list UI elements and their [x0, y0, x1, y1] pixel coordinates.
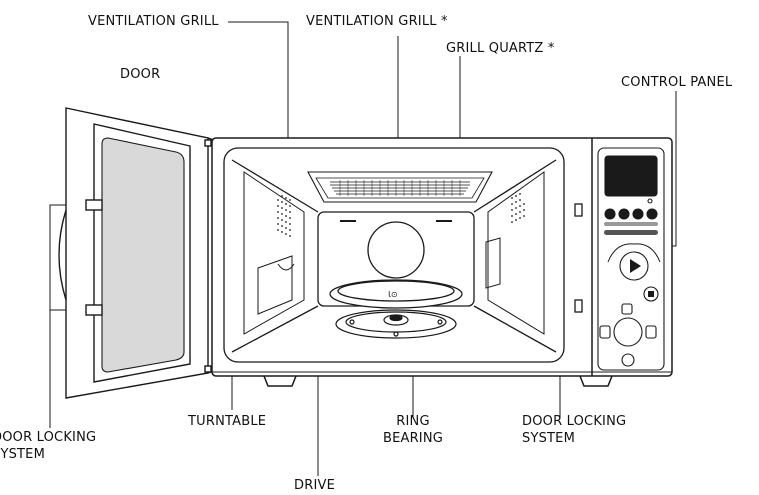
ventilation-grill-top [330, 180, 470, 196]
label-ring-bearing-line1: RING [396, 414, 430, 429]
waveguide-cover [257, 255, 293, 315]
door-handle-curve [58, 209, 67, 301]
start-play-icon [619, 251, 649, 281]
cavity-front [223, 147, 565, 363]
lock-slot-upper [574, 203, 583, 217]
rear-fan-cover [367, 221, 425, 279]
foot-left [263, 375, 297, 387]
svg-text:Ꙇ⊙: Ꙇ⊙ [388, 290, 398, 299]
mode-button-1 [604, 208, 616, 220]
mode-button-2 [618, 208, 630, 220]
label-door: DOOR [120, 67, 161, 82]
stop-icon [643, 286, 659, 302]
foot-right [579, 375, 613, 387]
control-panel-frame [597, 147, 665, 371]
display [604, 155, 658, 197]
door-window [101, 137, 185, 373]
label-door-locking-right-line1: DOOR LOCKING [522, 414, 627, 429]
turntable: Ꙇ⊙ [329, 279, 463, 309]
door [58, 107, 215, 399]
ventilation-grill-right [511, 193, 525, 223]
label-ventilation-grill-top: VENTILATION GRILL * [306, 14, 448, 29]
grill-dots [340, 220, 452, 222]
hinge-bottom [204, 365, 212, 373]
side-opening [485, 237, 501, 289]
label-ventilation-grill-left: VENTILATION GRILL [88, 14, 219, 29]
mode-button-4 [646, 208, 658, 220]
label-door-locking-right-line2: SYSTEM [522, 431, 576, 446]
dial-icon [613, 317, 643, 347]
ventilation-grill-left [277, 195, 291, 237]
mode-button-3 [632, 208, 644, 220]
label-door-locking-left-line1: DOOR LOCKING [0, 430, 97, 445]
cavity [223, 147, 565, 363]
oven-outer [211, 137, 673, 377]
grill-quartz-area [307, 171, 493, 203]
label-grill-quartz: GRILL QUARTZ * [446, 41, 555, 56]
control-panel [597, 147, 665, 371]
lock-slot-lower [574, 299, 583, 313]
door-latch-lower [85, 304, 103, 316]
drive [383, 314, 409, 326]
door-inner-frame [93, 123, 191, 383]
turntable-plate [329, 279, 463, 309]
label-turntable: TURNTABLE [188, 414, 267, 429]
label-ring-bearing-line2: BEARING [382, 431, 444, 446]
oven-body [211, 137, 673, 387]
hinge-top [204, 139, 212, 147]
label-drive: DRIVE [294, 478, 335, 493]
label-door-locking-left-line2: SYSTEM [0, 447, 46, 462]
label-control-panel: CONTROL PANEL [621, 75, 733, 90]
door-latch-upper [85, 199, 103, 211]
